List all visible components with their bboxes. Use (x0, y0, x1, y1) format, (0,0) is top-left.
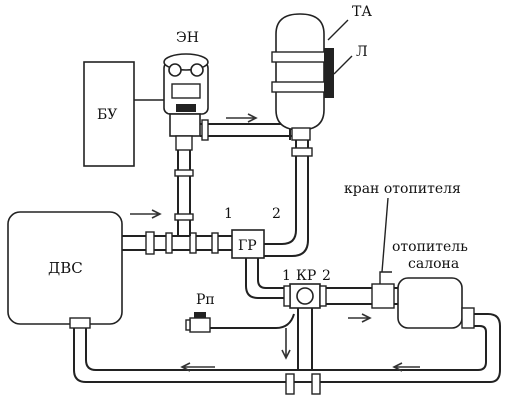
distributor (231, 229, 265, 259)
valve-to-return-pipe (297, 308, 313, 370)
engine-return-pipe (73, 313, 501, 383)
flow-arrow (281, 328, 291, 360)
flow-arrow (348, 313, 372, 323)
heater-valve-label: кран отопителя (344, 181, 461, 197)
tank-to-gr-pipe (262, 140, 309, 257)
valve-port-1: 1 (282, 268, 291, 284)
manual-valve (185, 312, 211, 333)
distributor-label: ГР (238, 238, 257, 254)
heat-accumulator-tank (271, 13, 334, 141)
cabin-heater (397, 277, 475, 329)
fitting (291, 147, 313, 157)
cabin-heater-label-line2: салона (408, 256, 459, 272)
fitting (211, 232, 219, 254)
gr-to-kr-pipe (245, 258, 290, 299)
distributor-port-1: 1 (224, 206, 233, 222)
pump-label: ЭН (176, 30, 199, 46)
flow-arrow (226, 113, 258, 123)
bypass-pipe (210, 313, 295, 329)
flow-arrow (130, 209, 162, 219)
cabin-heater-label-line1: отопитель (392, 239, 468, 255)
valve-label: КР (296, 268, 316, 284)
fitting (165, 232, 173, 254)
electric-pump (163, 53, 209, 151)
flow-arrow (392, 362, 420, 372)
distributor-port-2: 2 (272, 206, 281, 222)
engine-label: ДВС (48, 259, 83, 277)
flow-arrow (180, 362, 215, 372)
engine-block (7, 211, 123, 325)
fitting (145, 231, 155, 255)
three-way-valve (283, 283, 327, 309)
tank-label-leader (327, 19, 353, 75)
band-label: Л (356, 44, 368, 60)
pump-supply-pipe (177, 150, 191, 236)
fitting (189, 232, 197, 254)
fitting (174, 213, 194, 221)
fitting (69, 317, 91, 329)
control-unit-label: БУ (97, 107, 117, 123)
heater-valve (371, 271, 395, 309)
fitting (285, 373, 295, 395)
tank-label: ТА (352, 4, 372, 20)
fitting (174, 169, 194, 177)
valve-port-2: 2 (322, 268, 331, 284)
manual-valve-label: Рп (196, 292, 215, 308)
heater-valve-leader (381, 197, 389, 273)
fitting (311, 373, 321, 395)
fitting (201, 119, 209, 141)
control-unit (83, 61, 135, 167)
